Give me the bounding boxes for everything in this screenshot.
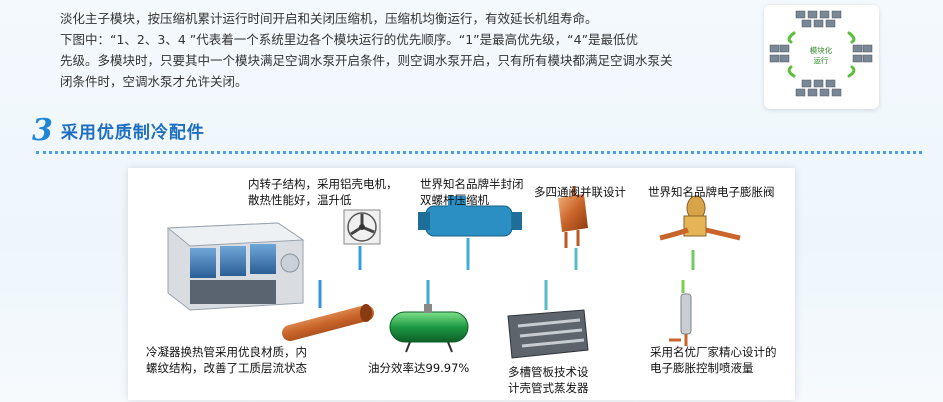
intro-line-4: 闭条件时，空调水泵才允许关闭。 bbox=[60, 74, 248, 89]
pipe-network bbox=[290, 268, 698, 282]
motor-caption: 内转子结构，采用铝壳电机， 散热性能好，温升低 bbox=[248, 177, 398, 207]
evaporator-caption: 多槽管板技术设 计壳管式蒸发器 bbox=[508, 365, 589, 395]
components-illustration bbox=[166, 186, 741, 359]
condenser-tube-image bbox=[282, 304, 374, 341]
section-header: 3 采用优质制冷配件 bbox=[32, 112, 205, 146]
condenser-tube-caption: 冷凝器换热管采用优良材质，内 螺纹结构，改善了工质层流状态 bbox=[146, 345, 307, 375]
compressor-caption: 世界知名品牌半封闭 双螺杆压缩机 bbox=[420, 177, 524, 207]
oil-separator-caption: 油分效率达99.97% bbox=[368, 361, 470, 375]
section-title: 采用优质制冷配件 bbox=[60, 123, 205, 143]
thumbnail-label-2: 运行 bbox=[814, 55, 829, 65]
intro-line-3: 先级。多模块时，只要其中一个模块满足空调水泵开启条件，则空调水泵开启，只有所有模… bbox=[60, 53, 673, 68]
four-way-valve-image bbox=[558, 186, 588, 248]
screw-compressor-image bbox=[418, 196, 522, 237]
spray-control-valve-image bbox=[669, 293, 692, 346]
evaporator-tube-sheet-image bbox=[507, 309, 589, 359]
pipe-branches bbox=[318, 238, 695, 310]
intro-line-2: 下图中：“1、2、3、4 ”代表着一个系统里边各个模块运行的优先顺序。“1”是最… bbox=[60, 32, 639, 47]
components-panel: 内转子结构，采用铝壳电机， 散热性能好，温升低 世界知名品牌半封闭 双螺杆压缩机… bbox=[128, 168, 795, 400]
oil-separator-image bbox=[389, 304, 469, 353]
expansion-valve-caption: 世界知名品牌电子膨胀阀 bbox=[648, 185, 775, 199]
thumbnail-label-1: 模块化 bbox=[810, 45, 833, 55]
fan-motor-image bbox=[343, 209, 381, 245]
intro-line-1: 淡化主子模块，按压缩机累计运行时间开启和关闭压缩机，压缩机均衡运行，有效延长机组… bbox=[60, 11, 598, 26]
section-number: 3 bbox=[32, 113, 53, 148]
module-cycle-diagram: 模块化 运行 bbox=[769, 10, 873, 97]
modular-operation-thumbnail: 模块化 运行 bbox=[764, 5, 879, 109]
electronic-expansion-valve-image bbox=[659, 195, 741, 241]
chiller-unit-image bbox=[166, 222, 305, 311]
dotted-divider bbox=[36, 151, 922, 154]
spray-valve-caption: 采用名优厂家精心设计的 电子膨胀控制喷液量 bbox=[650, 345, 777, 375]
intro-text: 淡化主子模块，按压缩机累计运行时间开启和关闭压缩机，压缩机均衡运行，有效延长机组… bbox=[60, 8, 750, 92]
four-way-valve-caption: 多四通阀并联设计 bbox=[534, 185, 626, 199]
